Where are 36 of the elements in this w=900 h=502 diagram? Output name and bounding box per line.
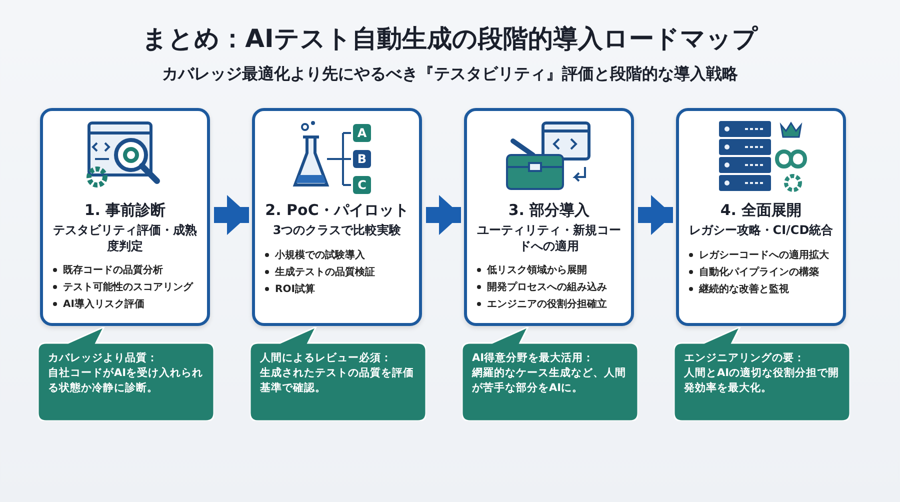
bullet-item: エンジニアの役割分担確立 [475,297,623,312]
option-letter: A [356,125,368,142]
bullet-item: 小規模での試験導入 [263,248,411,262]
stage-heading: 1. 事前診断 [84,201,166,220]
callout-bubble: 人間によるレビュー必須： 生成されたテストの品質を評価基準で確認。 [250,327,426,421]
flow-arrow [214,195,249,235]
callout-bubble: エンジニアリングの要： 人間とAIの適切な役割分担で開発効率を最大化。 [674,327,850,421]
bullet-item: テスト可能性のスコアリング [51,280,199,294]
subtitle: カバレッジ最適化より先にやるべき『テスタビリティ』評価と段階的な導入戦略 [162,64,738,85]
flow-arrow [638,195,673,235]
bullet-item: レガシーコードへの適用拡大 [687,248,835,262]
stage-card [464,108,634,326]
stage-subheading: レガシー攻略・CI/CD統合 [688,223,834,239]
bullet-item: 低リスク領域から展開 [475,263,623,278]
option-letter: B [356,151,368,168]
bullet-item: 自動化パイプラインの構築 [687,264,835,279]
stage-subheading: テスタビリティ評価・成熟度判定 [52,223,198,254]
stage-heading: 4. 全面展開 [720,201,802,220]
stage-subheading: 3つのクラスで比較実験 [272,223,402,239]
bullet-item: 開発プロセスへの組み込み [475,280,623,294]
stage-card [40,108,210,326]
callout-bubble: カバレッジより品質： 自社コードがAIを受け入れられる状態か冷静に診断。 [38,327,214,421]
bullet-item: AI導入リスク評価 [51,297,199,312]
bullet-item: 生成テストの品質検証 [263,264,411,279]
option-letter: C [356,177,368,194]
bullet-item: 既存コードの品質分析 [51,263,199,278]
stage-heading: 2. PoC・パイロット [265,201,409,220]
stage-subheading: ユーティリティ・新規コードへの適用 [476,223,622,254]
title: まとめ：AIテスト自動生成の段階的導入ロードマップ [142,23,758,55]
flow-arrow [426,195,461,235]
stage-card [676,108,846,326]
callout-bubble: AI得意分野を最大活用： 網羅的なケース生成など、人間が苦手な部分をAIに。 [462,327,638,421]
stage-heading: 3. 部分導入 [508,201,590,220]
stage-card [252,108,422,326]
bullet-item: 継続的な改善と監視 [687,282,835,296]
bullet-item: ROI試算 [263,282,411,296]
